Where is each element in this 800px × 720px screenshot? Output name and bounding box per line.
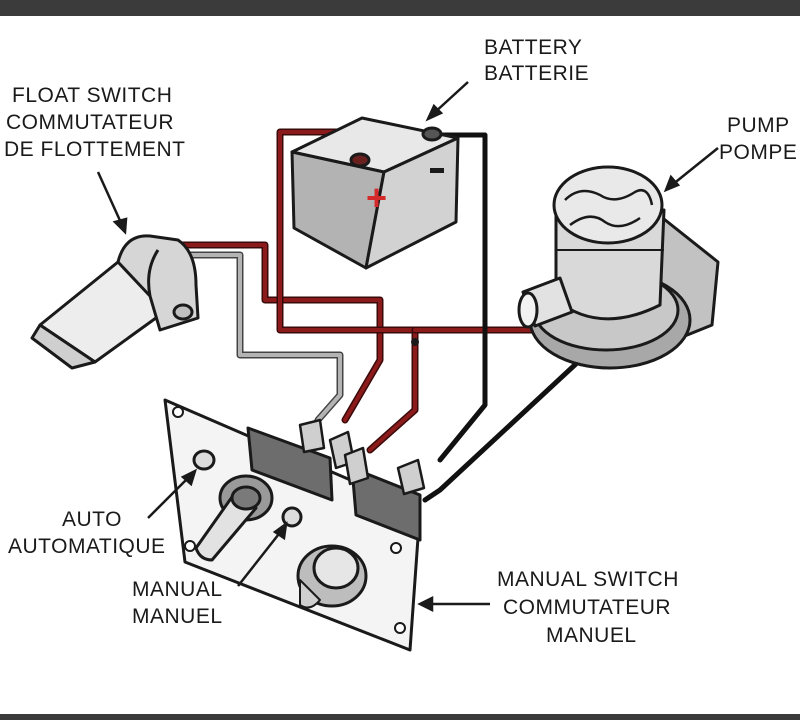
battery-plus-symbol: +	[366, 177, 387, 218]
float-switch-label: FLOAT SWITCH COMMUTATEUR DE FLOTTEMENT	[4, 84, 186, 161]
pump-label-en: PUMP	[727, 114, 790, 137]
pump-arrow	[671, 147, 719, 186]
float-switch	[30, 234, 200, 370]
float-switch-label-fr1: COMMUTATEUR	[6, 111, 174, 134]
manual-switch-label-en: MANUAL SWITCH	[497, 568, 679, 591]
auto-label: AUTO AUTOMATIQUE	[8, 508, 166, 558]
battery-minus-symbol	[430, 168, 444, 173]
pump-black-wire	[422, 359, 581, 503]
manual-label-en: MANUAL	[132, 578, 223, 601]
battery-label-fr: BATTERIE	[484, 62, 589, 85]
pump-label: PUMP POMPE	[719, 114, 797, 164]
float-switch-label-fr2: DE FLOTTEMENT	[4, 138, 186, 161]
auto-arrow	[147, 475, 191, 519]
manual-switch-panel	[163, 398, 426, 652]
manual-switch-label-fr2: MANUEL	[546, 624, 637, 647]
bottom-frame-bar	[0, 714, 800, 720]
battery-label-en: BATTERY	[484, 36, 582, 59]
wires	[166, 128, 581, 503]
callout-arrows	[96, 81, 719, 613]
float-switch-label-en: FLOAT SWITCH	[12, 84, 172, 107]
pump-label-fr: POMPE	[719, 141, 797, 164]
auto-label-fr: AUTOMATIQUE	[8, 535, 166, 558]
top-frame-bar	[0, 0, 800, 16]
manual-arrow	[237, 529, 283, 587]
manual-label: MANUAL MANUEL	[132, 578, 223, 628]
manual-switch-label-fr1: COMMUTATEUR	[503, 596, 671, 619]
pump	[517, 165, 720, 370]
battery-arrow	[432, 81, 469, 115]
manual-label-fr: MANUEL	[132, 605, 223, 628]
manual-switch-label: MANUAL SWITCH COMMUTATEUR MANUEL	[497, 568, 679, 647]
battery-negative-black-wire	[429, 132, 488, 463]
battery-label: BATTERY BATTERIE	[484, 36, 589, 85]
float-switch-arrow	[96, 171, 124, 226]
auto-label-en: AUTO	[62, 508, 122, 531]
